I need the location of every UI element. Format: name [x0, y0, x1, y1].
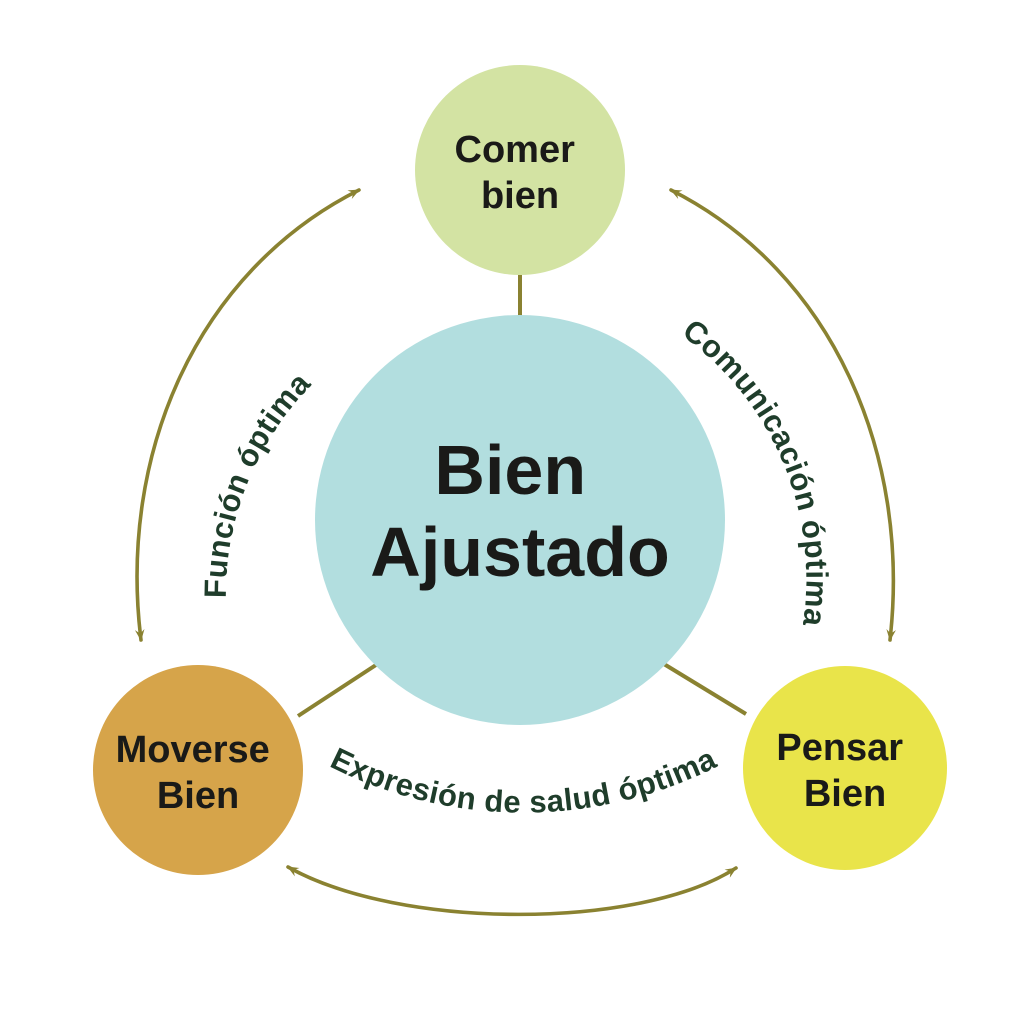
node-moverse-bien[interactable]: Moverse Bien [93, 665, 303, 875]
arc-label-expresion-salud-optima-text: Expresión de salud óptima [325, 741, 721, 820]
center-label-bien: Bien [434, 431, 586, 509]
node-pensar-bien[interactable]: Pensar Bien [743, 666, 947, 870]
comer-bien-label: Comer bien [455, 129, 586, 217]
center-label-ajustado: Ajustado [370, 513, 669, 591]
arc-label-funcion-optima-text: Función óptima [198, 365, 317, 598]
moverse-bien-label-line1: Moverse [116, 729, 270, 771]
node-bien-ajustado[interactable]: Bien Ajustado [315, 315, 725, 725]
comer-bien-label-line1: Comer [455, 129, 576, 171]
node-comer-bien[interactable]: Comer bien [415, 65, 625, 275]
arc-label-expresion-salud-optima: Expresión de salud óptima [325, 741, 721, 820]
arrow-bottom-expresion-salud-optima [286, 865, 738, 917]
connector-center-to-pensar-bien [657, 659, 748, 716]
comer-bien-label-line2: bien [481, 175, 559, 217]
center-label-line1: Bien Ajustado [370, 431, 669, 591]
pensar-bien-label-line2: Bien [804, 773, 886, 815]
pensar-bien-label: Pensar Bien [776, 727, 913, 815]
moverse-bien-label: Moverse Bien [116, 729, 281, 817]
arrow-left-funcion-optima [134, 188, 361, 642]
moverse-bien-label-line2: Bien [157, 775, 239, 817]
arc-label-funcion-optima: Función óptima [198, 365, 318, 598]
pensar-bien-label-line1: Pensar [776, 727, 903, 769]
connector-center-to-moverse-bien [296, 659, 384, 718]
moverse-bien-circle[interactable] [93, 665, 303, 875]
arrow-right-comunicacion-optima [669, 188, 896, 642]
cycle-arrows [134, 188, 896, 917]
comer-bien-circle[interactable] [415, 65, 625, 275]
center-circle[interactable] [315, 315, 725, 725]
connector-lines [296, 275, 748, 718]
pensar-bien-circle[interactable] [743, 666, 947, 870]
